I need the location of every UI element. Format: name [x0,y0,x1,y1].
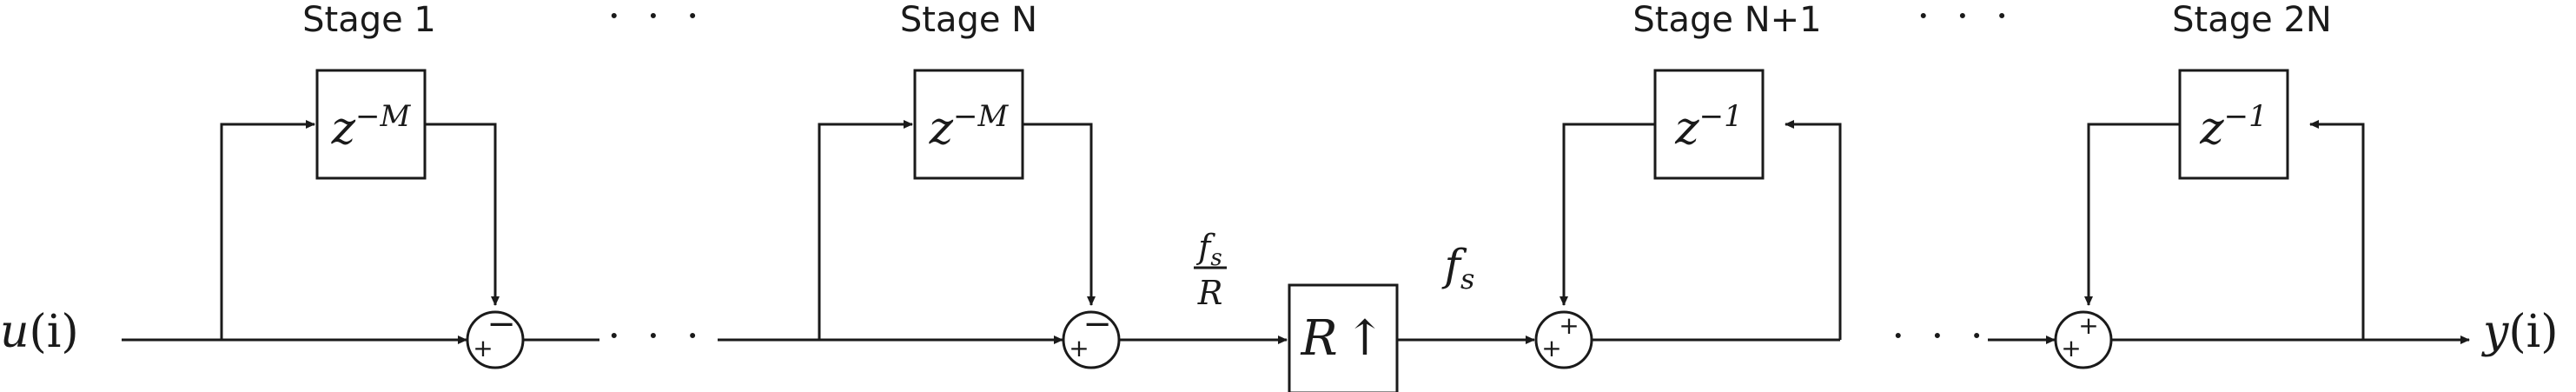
comb-1-plus-sign: + [473,334,493,362]
integrator-n1-delay-box [1653,69,1765,180]
integrator-2n-plus-left: + [2061,334,2081,362]
integrator-2n-plus-top: + [2078,311,2098,340]
comb-n-delay-label: z−M [929,99,1010,155]
rate-denominator: R [1197,274,1223,312]
ellipsis-top-right: · · · [1917,0,2015,39]
comb-n-minus-sign: − [1083,304,1112,344]
stage-n1-label: Stage N+1 [1632,0,1821,40]
upsampler-box [1288,283,1399,392]
ellipsis-comb: · · · [607,312,705,359]
comb-n-plus-sign: + [1069,334,1089,362]
comb-1-delay-out-wire [425,123,500,306]
integrator-2n-delay-out-wire [2084,123,2180,306]
integrator-n1-delay-out-wire [1560,123,1655,306]
rate-after-label: fs [1441,240,1475,296]
ellipsis-integrator: · · · [1891,312,1990,359]
comb-1-delay-label: z−M [331,99,412,155]
stage-2n-label: Stage 2N [2172,0,2332,40]
integrator-n1-feedback-wire [1785,120,1842,340]
comb-1-feed-wire [220,120,315,340]
stage-1-label: Stage 1 [302,0,436,40]
ellipsis-top-left: · · · [607,0,705,39]
comb-1-minus-sign: − [487,304,516,344]
output-label: y(i) [2481,306,2559,358]
integrator-2n-delay-box [2178,69,2289,180]
integrator-n1-plus-left: + [1541,334,1561,362]
integrator-2n-feedback-wire [2309,120,2365,340]
comb-n-delay-out-wire [1023,123,1096,306]
integrator-n1-delay-label: z−1 [1674,99,1743,155]
rate-numerator: fs [1195,228,1222,271]
stage-n-label: Stage N [900,0,1037,40]
integrator-2n-delay-label: z−1 [2199,99,2268,155]
integrator-n1-plus-top: + [1559,311,1579,340]
input-label: u(i) [0,306,79,358]
upsampler-label: R↑ [1300,310,1385,367]
comb-n-feed-wire [818,120,913,340]
